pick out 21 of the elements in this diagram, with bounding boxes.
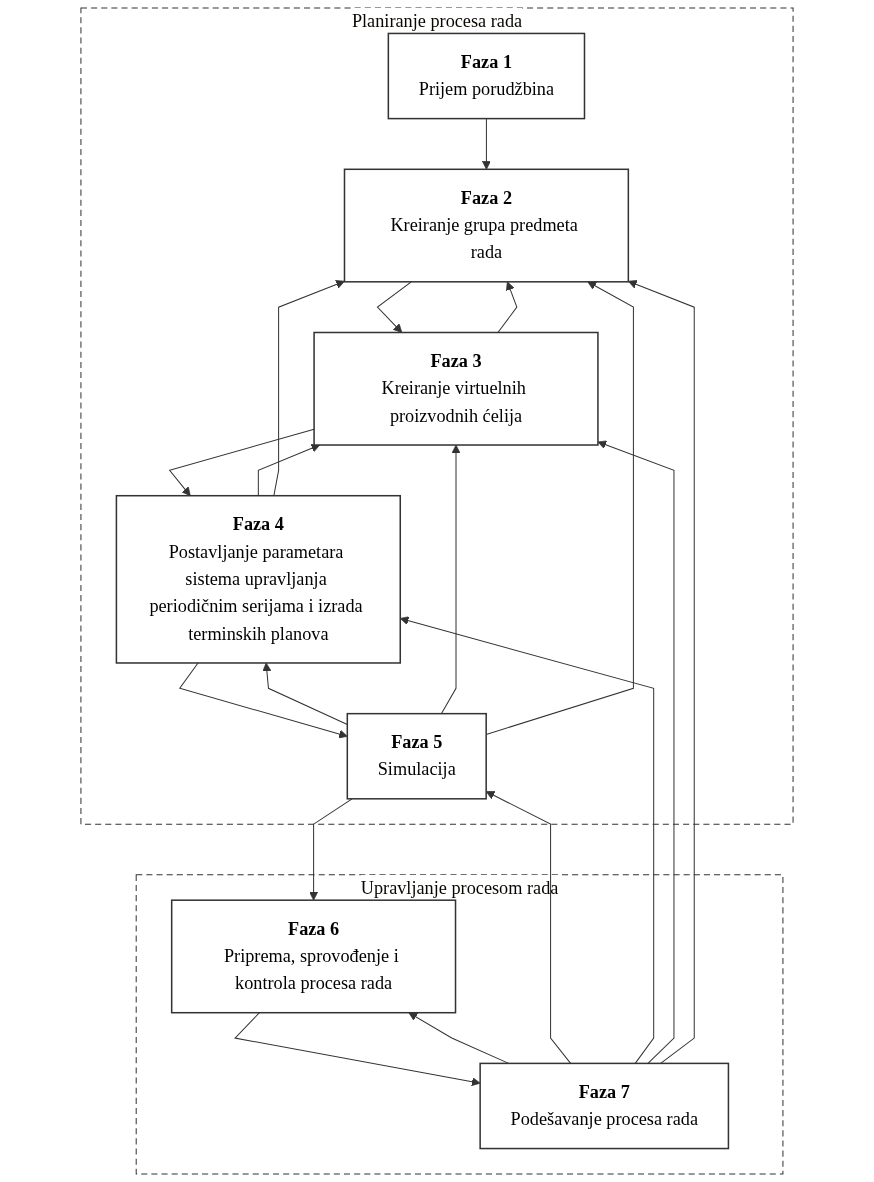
arrow — [234, 1012, 481, 1087]
arrow — [481, 118, 491, 170]
arrow — [257, 443, 321, 497]
node-box: Faza 5 Simulacija — [346, 712, 487, 800]
node-box: Faza 3 Kreiranje virtuelnih proizvodnih ćelija — [313, 331, 599, 446]
arrow — [497, 281, 518, 333]
arrow — [168, 428, 315, 497]
arrow — [440, 444, 461, 715]
arrow — [178, 662, 348, 739]
node-box: Faza 1 Prijem porudžbina — [387, 32, 586, 120]
node-box: Faza 4 Postavljanje parametara sistema upravljanja periodičnim serijama i izrada terminskih planova — [115, 494, 401, 664]
arrow — [597, 440, 675, 1064]
arrow — [309, 798, 353, 901]
arrow — [273, 280, 345, 497]
arrow — [408, 1012, 510, 1064]
node-box: Faza 6 Priprema, sprovođenje i kontrola procesa rada — [170, 899, 457, 1014]
node-box: Faza 7 Podešavanje procesa rada — [479, 1062, 730, 1150]
arrow — [376, 281, 412, 333]
arrow — [627, 280, 695, 1064]
node-box: Faza 2 Kreiranje grupa predmeta rada — [343, 168, 630, 283]
arrow — [262, 662, 348, 725]
